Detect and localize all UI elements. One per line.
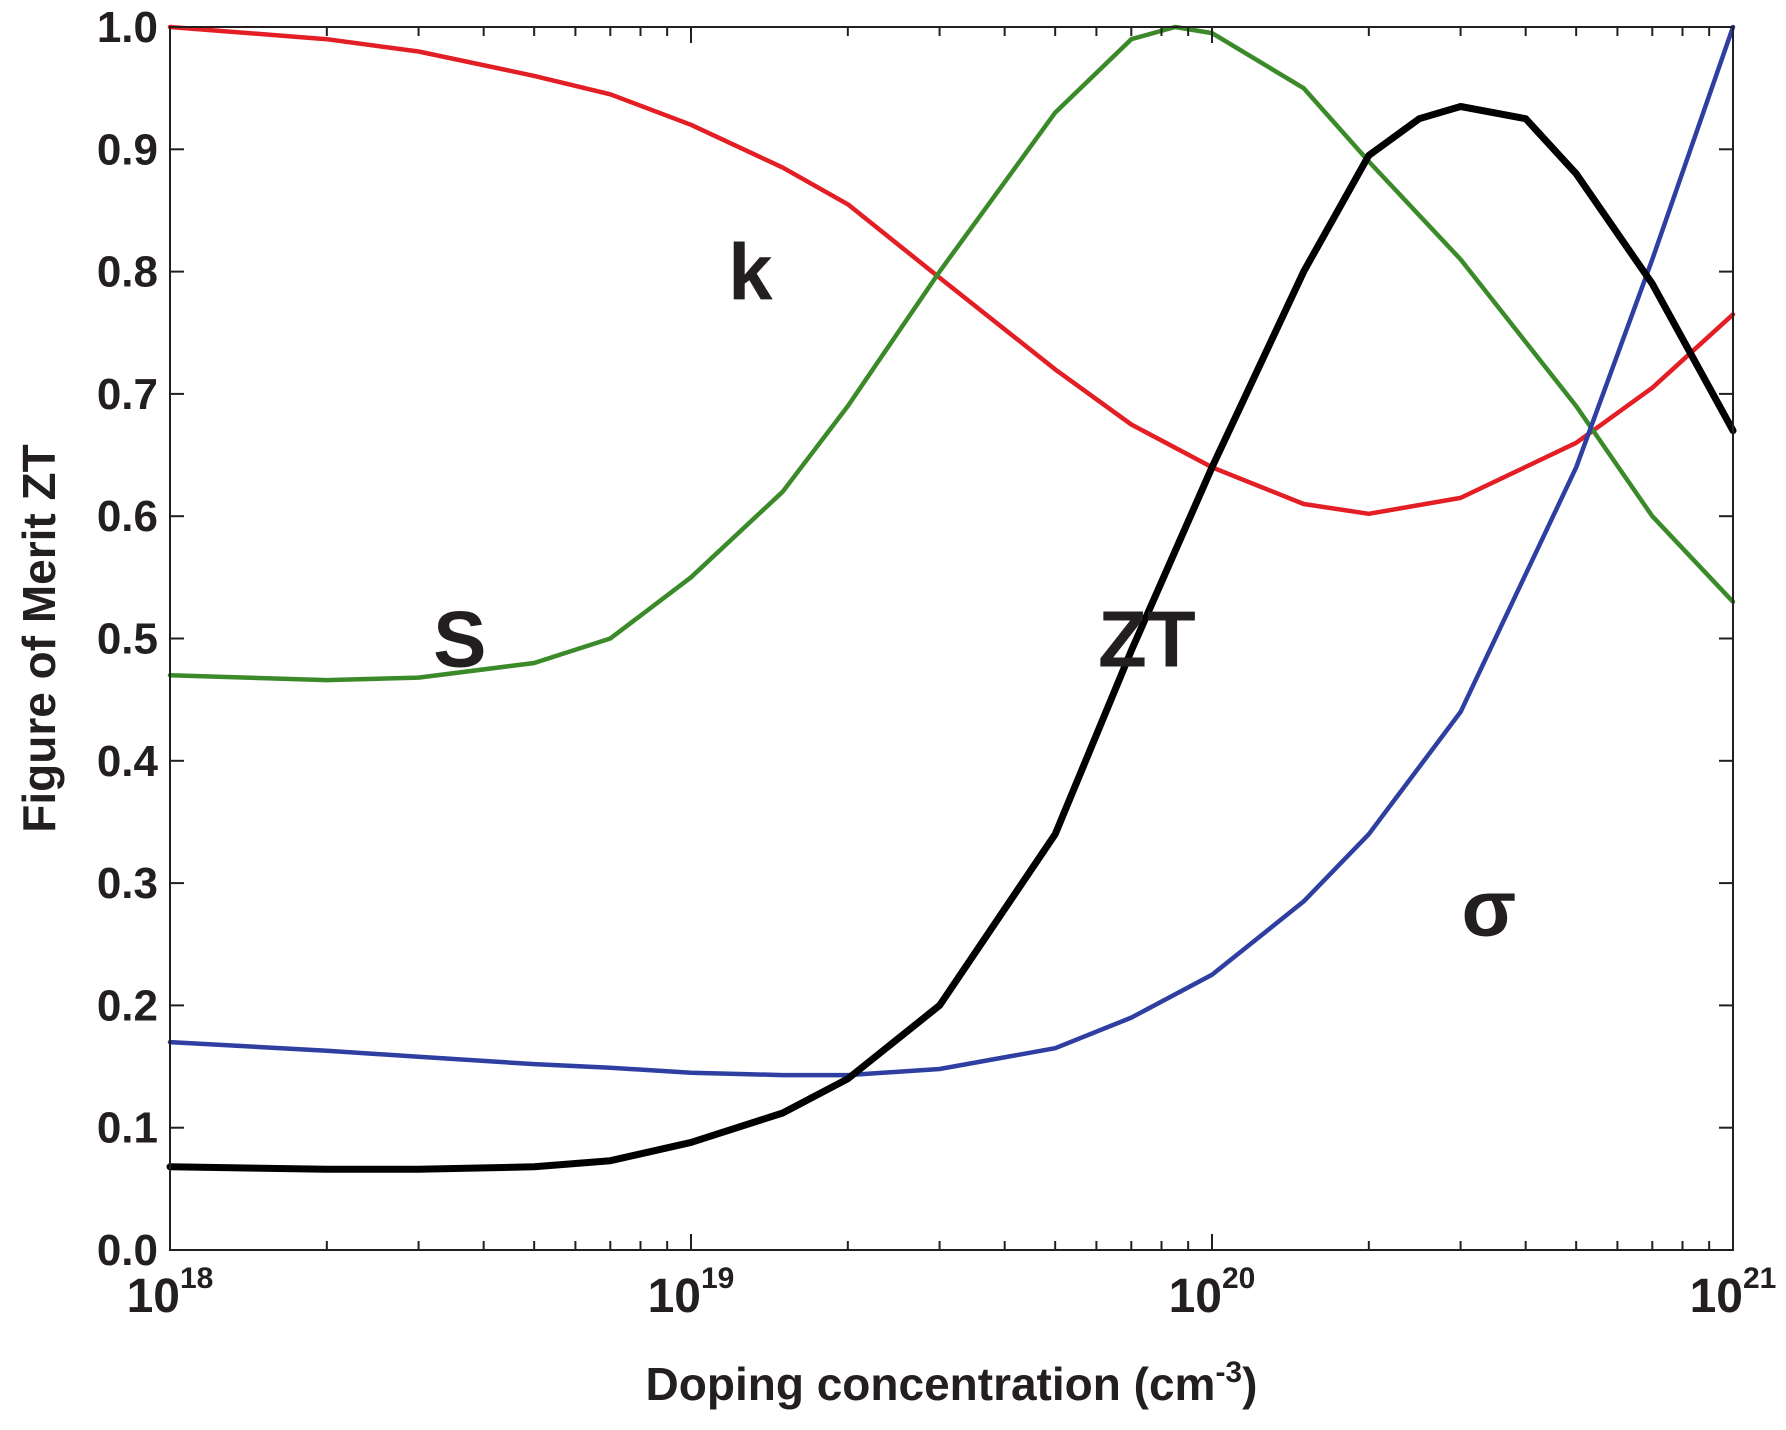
x-tick-label: 1019	[648, 1262, 735, 1323]
y-tick-label: 0.1	[97, 1104, 158, 1153]
series-line-2	[167, 24, 1736, 1078]
y-tick-label: 0.4	[97, 737, 159, 786]
x-tick-label-base: 10	[1690, 1270, 1743, 1323]
annotation-layer: kS ZT σ	[433, 228, 1516, 953]
x-tick-label-exponent: 21	[1743, 1262, 1776, 1295]
y-tick-label: 0.0	[97, 1226, 158, 1275]
x-tick-label-base: 10	[127, 1270, 180, 1323]
x-axis-title-end: )	[1242, 1358, 1257, 1410]
x-tick-label-exponent: 18	[180, 1262, 213, 1295]
x-tick-label-exponent: 19	[701, 1262, 734, 1295]
y-axis-title: Figure of Merit ZT	[13, 444, 65, 832]
y-tick-label: 0.5	[97, 615, 158, 664]
x-tick-label: 1018	[127, 1262, 214, 1323]
curve-label: S	[433, 595, 486, 684]
y-tick-label: 0.7	[97, 370, 158, 419]
x-tick-label: 1020	[1169, 1262, 1256, 1323]
x-tick-label-exponent: 20	[1222, 1262, 1255, 1295]
y-tick-label: 0.2	[97, 981, 158, 1030]
x-tick-label: 1021	[1690, 1262, 1777, 1323]
y-tick-label: 0.6	[97, 492, 158, 541]
y-tick-label: 0.8	[97, 248, 158, 297]
y-tick-label: 0.9	[97, 125, 158, 174]
curve-label: k	[728, 228, 773, 317]
x-tick-label-base: 10	[648, 1270, 701, 1323]
y-tick-label: 0.3	[97, 859, 158, 908]
series-line-3	[166, 103, 1737, 1173]
curve-label: ZT	[1098, 595, 1196, 684]
tick-layer	[169, 26, 1734, 1251]
series-layer	[166, 24, 1737, 1173]
x-axis-title: Doping concentration (cm-3)	[646, 1356, 1258, 1410]
x-axis-title-superscript: -3	[1215, 1356, 1242, 1389]
curve-label: σ	[1462, 864, 1517, 953]
y-tick-label: 1.0	[97, 3, 158, 52]
series-line-0	[167, 24, 1736, 517]
x-tick-label-base: 10	[1169, 1270, 1222, 1323]
x-axis-title-main: Doping concentration (cm	[646, 1358, 1216, 1410]
series-line-1	[167, 24, 1736, 683]
